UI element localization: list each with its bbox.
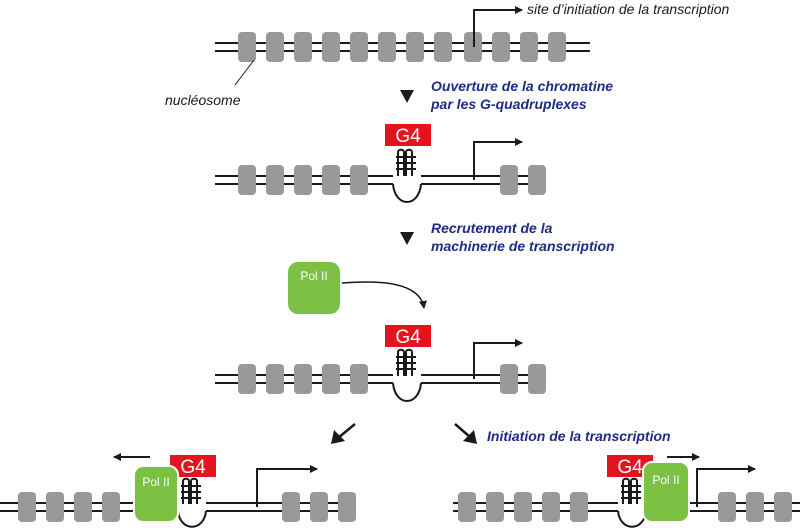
- g4-structure-row-2: G4: [385, 124, 431, 176]
- g4-label-row-4-right: G4: [617, 457, 643, 478]
- tss-arrow-row-4-left: [256, 465, 318, 507]
- nucleosome: [378, 32, 396, 62]
- g4-structure-row-4-right: G4: [607, 455, 653, 504]
- nucleosomes-row-2: [238, 165, 546, 195]
- nucleosome: [406, 32, 424, 62]
- nucleosome: [528, 364, 546, 394]
- tss-arrow-row-1: [473, 6, 523, 47]
- g4-structure-row-3: G4: [385, 325, 431, 376]
- pol-ii-label-left: Pol II: [142, 475, 169, 489]
- nucleosome: [238, 32, 256, 62]
- nucleosome: [18, 492, 36, 522]
- nucleosome: [238, 165, 256, 195]
- nucleosome: [266, 364, 284, 394]
- pol-ii-label-right: Pol II: [652, 473, 679, 487]
- nucleosome: [542, 492, 560, 522]
- nucleosome: [266, 32, 284, 62]
- nucleosome: [294, 364, 312, 394]
- dna-row-3: [215, 374, 546, 402]
- g4-label-row-3: G4: [395, 327, 421, 348]
- diag-arrow-right: [454, 423, 477, 444]
- pol-ii-free: Pol II: [288, 262, 340, 314]
- nucleosome: [74, 492, 92, 522]
- nucleosome: [434, 32, 452, 62]
- nucleosome: [322, 32, 340, 62]
- step-opening-line2: par les G-quadruplexes: [430, 96, 587, 112]
- nucleosome: [102, 492, 120, 522]
- g4-label-row-2: G4: [395, 126, 421, 147]
- nucleosome: [238, 364, 256, 394]
- step-recruit-line2: machinerie de transcription: [431, 238, 615, 254]
- nucleosomes-row-3: [238, 364, 546, 394]
- pol-ii-bound-left: Pol II: [133, 465, 179, 523]
- nucleosome: [46, 492, 64, 522]
- nucleosome: [570, 492, 588, 522]
- nucleosome: [528, 165, 546, 195]
- nucleosome: [774, 492, 792, 522]
- nucleosome: [350, 32, 368, 62]
- step-recruit-line1: Recrutement de la: [431, 220, 553, 236]
- tss-arrow-row-2: [473, 138, 523, 180]
- nucleosomes-row-1: [238, 32, 566, 62]
- tss-label: site d’initiation de la transcription: [527, 1, 730, 17]
- nucleosome: [322, 364, 340, 394]
- nucleosome: [492, 32, 510, 62]
- nucleosome: [350, 165, 368, 195]
- down-arrow-2: [400, 232, 414, 245]
- nucleosome: [514, 492, 532, 522]
- pol-ii-bound-right: Pol II: [642, 461, 690, 523]
- nucleosome: [338, 492, 356, 522]
- nucleosome: [282, 492, 300, 522]
- recruit-arrow: [341, 281, 427, 309]
- nucleosome: [322, 165, 340, 195]
- tss-arrow-row-4-right: [696, 465, 756, 507]
- step-opening-line1: Ouverture de la chromatine: [431, 78, 613, 94]
- nucleosome: [500, 364, 518, 394]
- nucleosomes-row-4-right: [458, 492, 792, 522]
- g4-structure-row-4-left: G4: [170, 455, 216, 504]
- dna-row-2: [215, 175, 546, 203]
- nucleosome: [520, 32, 538, 62]
- nucleosome: [310, 492, 328, 522]
- nucleosome: [746, 492, 764, 522]
- nucleosome: [350, 364, 368, 394]
- nucleosomes-row-4-left: [18, 492, 356, 522]
- pol-ii-label-free: Pol II: [300, 269, 327, 283]
- nucleosome: [458, 492, 476, 522]
- diag-arrow-left: [331, 423, 356, 444]
- nucleosome: [718, 492, 736, 522]
- nucleosome: [294, 165, 312, 195]
- nucleosome: [548, 32, 566, 62]
- nucleosome: [294, 32, 312, 62]
- nucleosome: [486, 492, 504, 522]
- nucleosome-pointer: [234, 59, 255, 86]
- g4-label-row-4-left: G4: [180, 457, 206, 478]
- down-arrow-1: [400, 90, 414, 103]
- nucleosome: [500, 165, 518, 195]
- step-initiation: Initiation de la transcription: [487, 428, 671, 444]
- nucleosome-label: nucléosome: [165, 92, 241, 108]
- nucleosome: [266, 165, 284, 195]
- tss-arrow-row-3: [473, 339, 523, 379]
